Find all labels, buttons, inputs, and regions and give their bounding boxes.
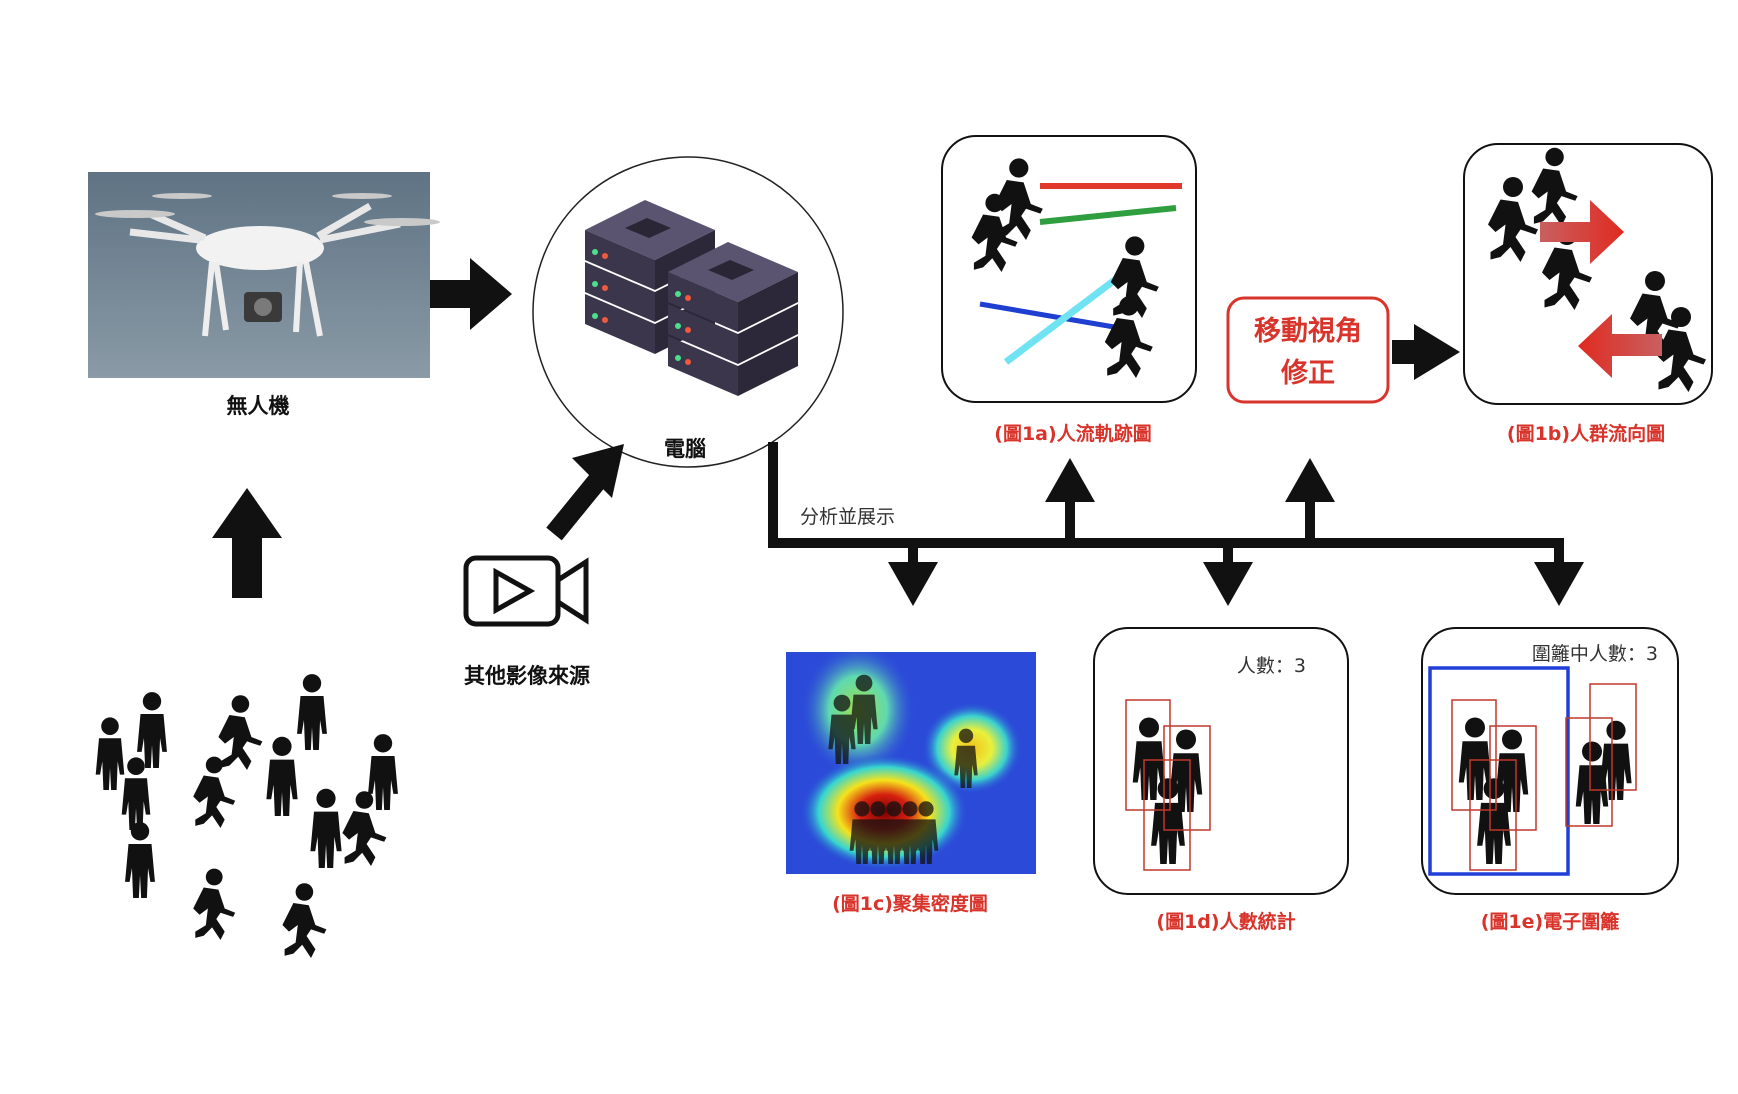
fig-1b-label: (圖1b)人群流向圖 [1507, 422, 1665, 445]
fig-1c-label: (圖1c)聚集密度圖 [832, 892, 988, 915]
drone-photo [88, 172, 440, 378]
track-line-green [1039, 205, 1177, 225]
analyze-label: 分析並展示 [800, 506, 895, 528]
arrow-camera-to-computer [546, 444, 624, 541]
panel-geofence: 圍籬中人數：3 [1421, 627, 1679, 895]
detection-box [1163, 725, 1211, 831]
detection-box [1589, 683, 1637, 791]
fig-1e-label: (圖1e)電子圍籬 [1481, 910, 1619, 933]
detection-box [1143, 759, 1191, 871]
view-correction-box: 移動視角 修正 [1226, 296, 1390, 404]
panel-people-count: 人數：3 [1093, 627, 1349, 895]
track-line-blue [979, 301, 1121, 331]
drone-label: 無人機 [227, 394, 290, 418]
server-stack-icon [585, 200, 798, 396]
other-sources-label: 其他影像來源 [464, 664, 590, 688]
fig-1a-label: (圖1a)人流軌跡圖 [994, 422, 1151, 445]
crowd-people-icon [95, 674, 398, 958]
correction-text-line1: 移動視角 [1254, 315, 1362, 347]
detection-box [1469, 759, 1517, 871]
detection-box [1565, 717, 1613, 827]
arrow-correction-to-flow [1392, 324, 1460, 380]
correction-text-line2: 修正 [1280, 358, 1335, 389]
detection-box [1489, 725, 1537, 831]
flow-arrow-left [1578, 314, 1662, 378]
computer-label: 電腦 [664, 437, 706, 461]
detection-box [1125, 699, 1171, 811]
flow-arrow-right [1540, 200, 1624, 264]
arrow-drone-to-computer [430, 258, 512, 330]
detection-box [1451, 699, 1497, 811]
fig-1d-label: (圖1d)人數統計 [1156, 910, 1295, 933]
panel-flow-direction [1463, 143, 1713, 405]
video-camera-icon [463, 555, 589, 627]
people-count-text: 人數：3 [1237, 655, 1306, 677]
fence-boundary [1428, 666, 1570, 876]
arrow-crowd-to-drone [212, 488, 282, 598]
panel-trajectory [941, 135, 1197, 403]
analysis-bus [768, 442, 1584, 606]
track-line-cyan [1003, 273, 1123, 365]
fence-count-text: 圍籬中人數：3 [1532, 643, 1658, 665]
panel-density-heatmap [786, 652, 1036, 874]
